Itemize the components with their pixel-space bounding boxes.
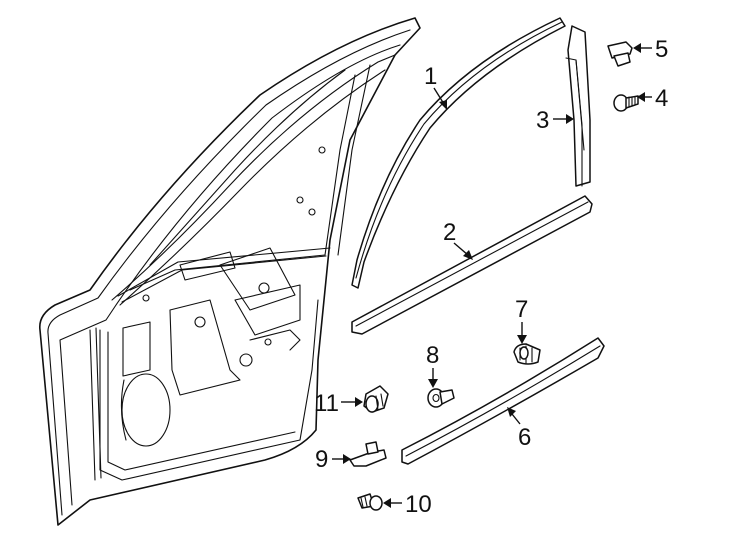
part-9-bracket [349,441,387,467]
callout-11: 11 [314,390,363,417]
callout-3: 3 [536,107,574,134]
callout-2: 2 [443,219,473,260]
callout-7: 7 [515,296,528,344]
callout-10-number: 10 [405,491,432,518]
callout-11-number: 11 [314,390,339,417]
callout-8-number: 8 [426,342,439,369]
callout-5: 5 [633,36,668,63]
callout-6: 6 [507,407,531,451]
part-1-window-molding [351,17,566,289]
callout-9: 9 [315,446,351,473]
part-4-screw [613,94,639,112]
callout-3-number: 3 [536,107,549,134]
callout-5-number: 5 [655,36,668,63]
callout-10: 10 [383,491,432,518]
callout-4-number: 4 [655,85,668,112]
callout-4: 4 [637,85,668,112]
callout-9-number: 9 [315,446,328,473]
callout-2-number: 2 [443,219,456,246]
part-3-pillar-applique [565,25,591,187]
part-10-screw [357,493,383,511]
callout-1: 1 [424,63,447,110]
part-2-belt-molding [351,195,593,335]
callout-6-number: 6 [518,424,531,451]
part-5-clip [607,41,633,67]
callout-7-number: 7 [515,296,528,323]
part-6-door-molding [401,337,605,465]
callout-1-number: 1 [424,63,437,90]
part-11-clip [363,385,389,413]
part-8-retainer [427,388,455,408]
callout-8: 8 [426,342,439,388]
part-7-push-clip [513,343,541,365]
door-shell [38,17,421,526]
